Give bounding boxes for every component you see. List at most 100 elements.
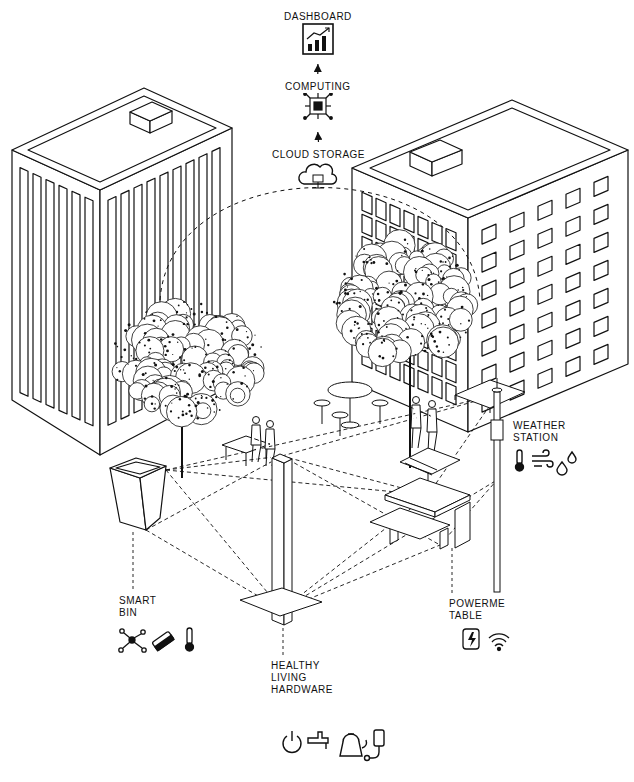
network-link — [166, 470, 282, 610]
window-grid — [510, 268, 524, 288]
tree — [144, 345, 146, 347]
window-grid — [538, 368, 552, 388]
tree — [386, 326, 388, 328]
tree — [242, 367, 245, 370]
smart-bin-icons — [187, 628, 192, 644]
tree — [213, 362, 214, 363]
window-grid — [594, 176, 608, 196]
tree — [405, 328, 407, 330]
tree — [370, 259, 372, 261]
tree — [208, 374, 210, 376]
tree — [212, 368, 214, 370]
person — [427, 409, 437, 452]
tree — [465, 331, 467, 333]
tree — [416, 267, 432, 283]
tree — [164, 345, 167, 348]
window-grid — [482, 336, 496, 356]
tree — [144, 396, 159, 411]
person — [413, 397, 420, 404]
powerme-table — [370, 508, 450, 539]
hardware-icons — [362, 740, 367, 748]
dashboard-icon — [303, 24, 333, 54]
tree — [219, 409, 221, 411]
tree — [144, 318, 146, 320]
cafe-table — [340, 416, 341, 436]
tree — [246, 386, 248, 388]
tree — [224, 339, 226, 341]
weather-station — [492, 388, 502, 392]
tree — [414, 292, 416, 294]
tree — [151, 403, 153, 405]
tree — [201, 370, 204, 373]
tree — [395, 280, 398, 283]
tree — [175, 384, 177, 386]
right-building — [410, 140, 462, 162]
powerme-icons — [498, 648, 501, 651]
tree — [362, 343, 364, 345]
tree — [116, 379, 118, 381]
tree — [359, 305, 362, 308]
device-label: HEALTHY LIVING HARDWARE — [270, 660, 334, 696]
tree — [226, 383, 228, 385]
tree — [415, 354, 417, 356]
computing-icon — [304, 117, 307, 120]
tree — [131, 355, 132, 356]
tree — [116, 367, 117, 368]
tree — [148, 351, 150, 353]
window-grid — [432, 223, 442, 245]
tree — [144, 397, 146, 399]
tree — [398, 310, 400, 312]
window-grid — [510, 352, 524, 372]
tree — [427, 316, 428, 317]
tree — [179, 356, 181, 358]
network-link — [166, 470, 428, 495]
tree — [361, 333, 363, 335]
window-grid — [510, 240, 524, 260]
tree — [333, 301, 336, 304]
tree — [212, 380, 215, 383]
tree — [149, 348, 151, 350]
cloud-icon — [318, 182, 319, 188]
device-label: POWERME TABLE — [448, 598, 506, 622]
tree — [207, 344, 209, 346]
tree — [226, 321, 228, 323]
tree — [176, 387, 177, 388]
computing-icon — [304, 93, 307, 96]
tree — [232, 363, 234, 365]
tree — [448, 344, 450, 346]
tree — [378, 300, 380, 302]
computing-node: COMPUTING — [283, 76, 353, 130]
computing-icon — [317, 114, 318, 119]
tree-trunk — [182, 330, 410, 478]
window-grid — [404, 210, 414, 232]
tree — [429, 248, 431, 250]
tree — [244, 375, 245, 376]
window-grid — [566, 272, 580, 292]
tree — [176, 392, 178, 394]
tree — [197, 417, 199, 419]
powerme-icons — [463, 629, 509, 651]
tree — [359, 337, 360, 338]
smart-bin-icons — [134, 642, 142, 648]
smart-bin-icons — [141, 630, 145, 634]
device-label: SMART BIN — [118, 595, 157, 619]
leader-line — [133, 532, 134, 590]
tree — [183, 301, 185, 303]
tree — [239, 340, 241, 342]
tree — [350, 277, 353, 280]
tree — [251, 343, 254, 346]
tree — [413, 319, 415, 321]
tree — [158, 326, 159, 327]
tree — [442, 322, 444, 324]
tree — [415, 271, 418, 274]
tree — [201, 395, 202, 396]
tree — [370, 331, 372, 333]
network-link — [166, 456, 282, 470]
tree — [186, 312, 187, 313]
tree — [436, 345, 438, 347]
bench — [226, 447, 227, 460]
hardware-icons — [369, 746, 379, 758]
tree — [354, 324, 356, 326]
tree — [397, 317, 399, 319]
cloud-icon — [312, 188, 324, 189]
